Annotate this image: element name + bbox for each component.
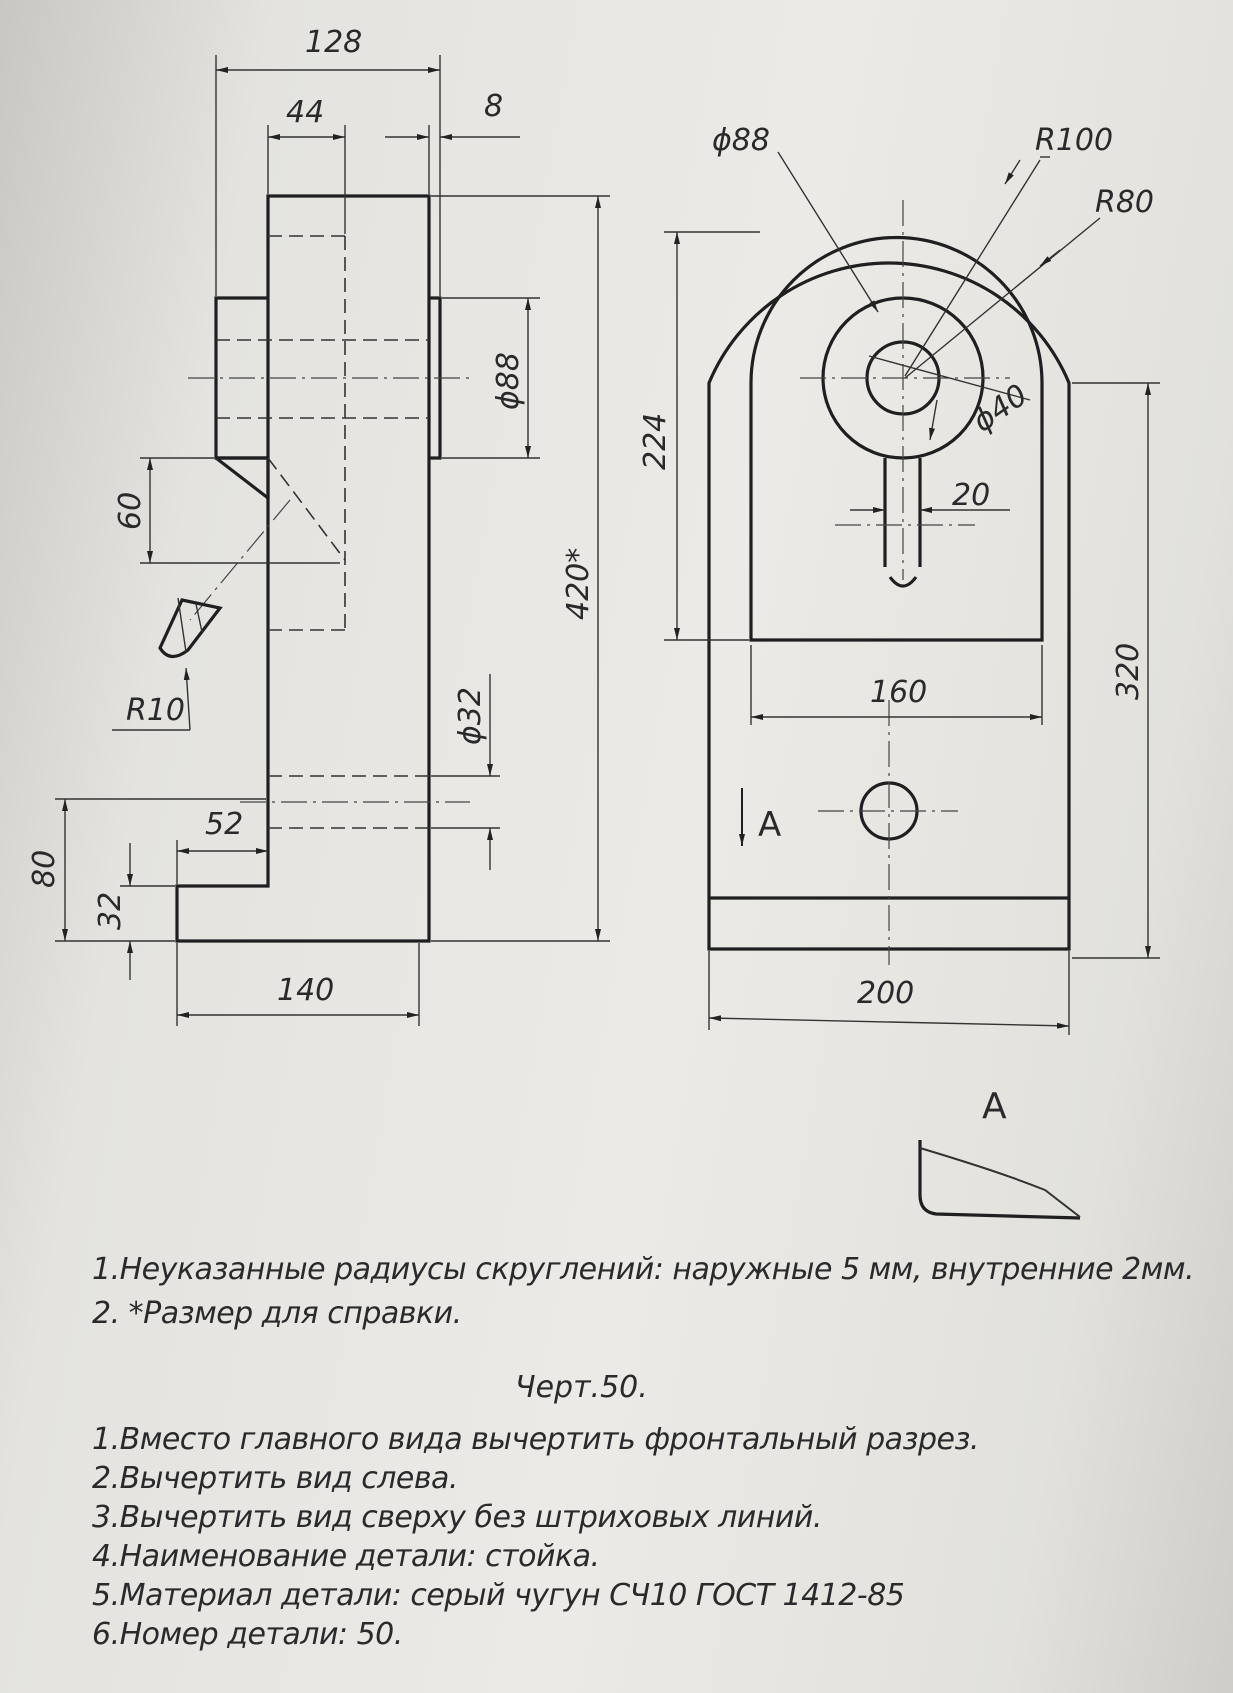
drawing-title: Черт.50. xyxy=(515,1370,648,1405)
dim-32: 32 xyxy=(93,892,128,930)
task-2: 2.Вычертить вид слева. xyxy=(92,1461,458,1496)
dim-r100: R100 xyxy=(1035,123,1113,158)
dim-r80: R80 xyxy=(1095,185,1154,220)
section-arrow-label: A xyxy=(758,805,781,845)
front-view-recess xyxy=(749,235,1044,642)
note-1: 1.Неуказанные радиусы скруглений: наружн… xyxy=(92,1252,1195,1287)
dim-128: 128 xyxy=(305,25,362,60)
view-a: A xyxy=(918,1086,1081,1220)
task-5: 5.Материал детали: серый чугун СЧ10 ГОСТ… xyxy=(92,1578,905,1613)
dim-dia-88-front: ϕ88 xyxy=(712,123,770,158)
task-3: 3.Вычертить вид сверху без штриховых лин… xyxy=(92,1500,822,1535)
view-a-outline xyxy=(918,1140,1081,1220)
dim-dia-32: ϕ32 xyxy=(453,687,488,745)
rib-section xyxy=(158,598,223,659)
dim-80: 80 xyxy=(27,850,62,888)
note-2: 2. *Размер для справки. xyxy=(92,1296,462,1331)
dim-420: 420* xyxy=(561,548,596,620)
dim-160: 160 xyxy=(870,675,927,710)
dim-140: 140 xyxy=(277,973,334,1008)
dim-dia-40: ϕ40 xyxy=(967,378,1035,440)
side-view: 128 44 8 ϕ88 60 R10 420* xyxy=(27,25,610,1026)
view-a-label: A xyxy=(982,1086,1007,1127)
dim-60: 60 xyxy=(113,492,148,530)
front-view-outline xyxy=(707,261,1071,951)
dim-44: 44 xyxy=(286,95,324,130)
front-view: ϕ88 R100 R80 ϕ40 224 20 160 320 xyxy=(638,123,1160,1035)
dim-dia-88-side: ϕ88 xyxy=(491,352,526,410)
task-6: 6.Номер детали: 50. xyxy=(92,1617,403,1652)
task-4: 4.Наименование детали: стойка. xyxy=(92,1539,600,1574)
dim-8: 8 xyxy=(484,89,503,124)
dim-52: 52 xyxy=(205,807,243,842)
dim-r10: R10 xyxy=(126,693,185,728)
dim-200: 200 xyxy=(857,976,914,1011)
dim-320: 320 xyxy=(1111,643,1146,700)
dim-224: 224 xyxy=(638,413,673,470)
dim-20: 20 xyxy=(952,478,990,513)
side-view-outline xyxy=(175,194,431,943)
task-1: 1.Вместо главного вида вычертить фронтал… xyxy=(92,1422,979,1457)
